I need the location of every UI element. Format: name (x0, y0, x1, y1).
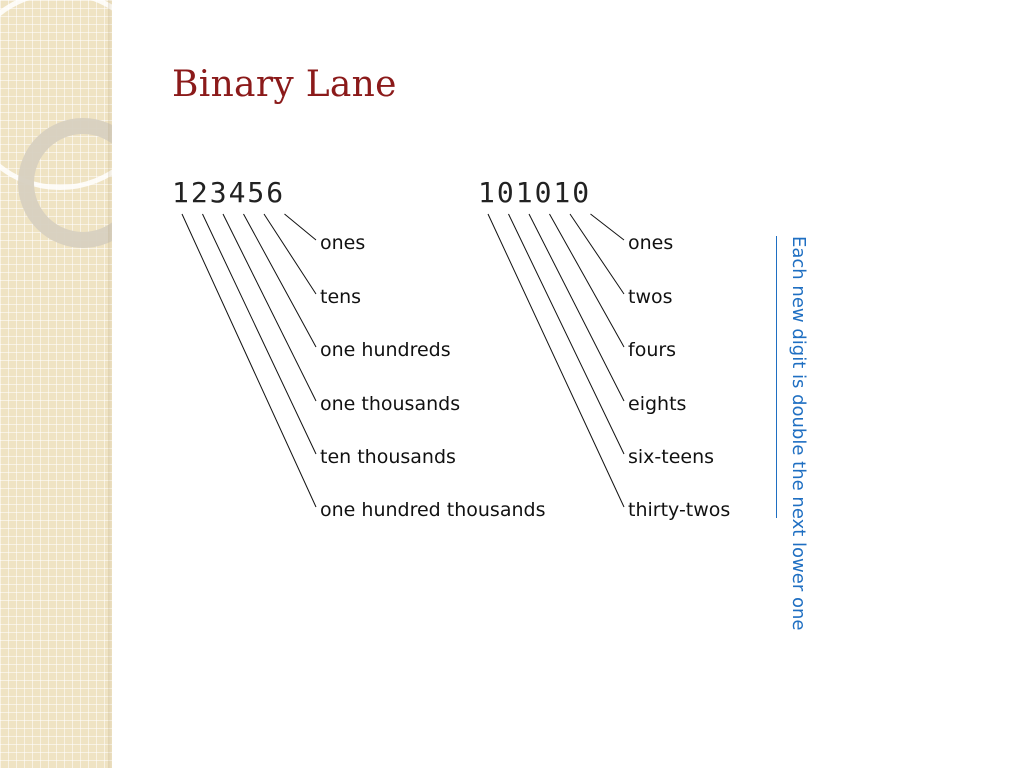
decimal-connector-line (284, 213, 317, 241)
decimal-place-label-hundred-thousands: one hundred thousands (320, 499, 546, 521)
binary-place-label-sixteens: six-teens (628, 446, 715, 468)
binary-connector-line (508, 213, 625, 455)
binary-connector-line (569, 213, 625, 295)
decimal-connector-line (181, 213, 317, 508)
slide-title: Binary Lane (172, 64, 397, 105)
binary-connector-line (590, 213, 625, 241)
decimal-number: 123456 (172, 176, 286, 209)
binary-connector-line (549, 213, 625, 348)
binary-place-label-fours: fours (628, 339, 677, 361)
binary-number: 101010 (478, 176, 592, 209)
binary-place-label-twos: twos (628, 286, 673, 308)
decimal-connector-line (222, 213, 317, 402)
strip-edge (108, 0, 112, 768)
doubling-note: Each new digit is double the next lower … (788, 236, 809, 631)
decorative-side-strip (0, 0, 112, 768)
decimal-place-label-tens: tens (320, 286, 362, 308)
decimal-connector-line (202, 213, 317, 455)
decimal-place-label-hundreds: one hundreds (320, 339, 451, 361)
binary-place-label-eights: eights (628, 393, 687, 415)
decimal-place-label-ones: ones (320, 232, 366, 254)
binary-connector-line (487, 213, 625, 508)
note-divider (776, 236, 777, 518)
binary-place-label-thirty-twos: thirty-twos (628, 499, 731, 521)
decimal-connector-line (243, 213, 317, 348)
decimal-place-label-thousands: one thousands (320, 393, 461, 415)
decimal-connector-line (263, 213, 317, 295)
binary-connector-line (528, 213, 625, 402)
decimal-place-label-ten-thousands: ten thousands (320, 446, 456, 468)
binary-place-label-ones: ones (628, 232, 674, 254)
